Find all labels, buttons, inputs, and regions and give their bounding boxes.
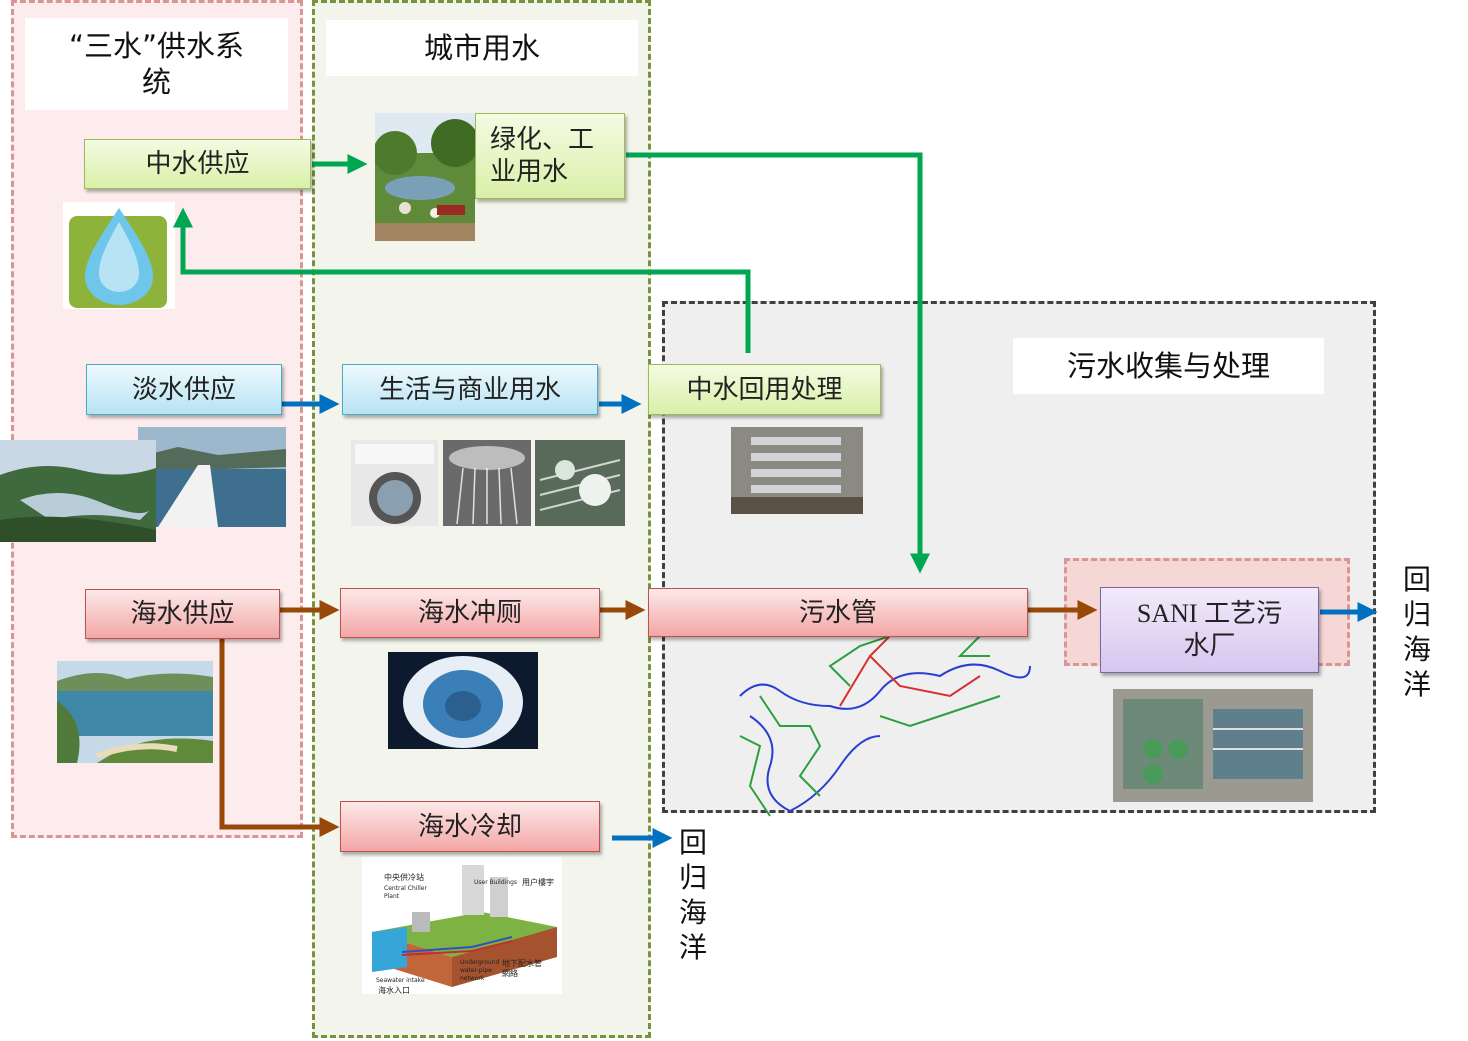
arrow-treatment-to-reclaimed [183, 215, 748, 353]
seawater-supply-label: 海水供应 [130, 598, 234, 630]
fresh-water-supply-node[interactable]: 淡水供应 [86, 364, 282, 415]
sewer-node[interactable]: 污水管 [648, 588, 1028, 637]
greening-industrial-label: 绿化、工业用水 [490, 124, 605, 188]
arrow-greening-to-sewer [626, 155, 920, 566]
return-to-sea-label-2: 回归海洋 [678, 825, 708, 965]
seawater-flushing-label: 海水冲厕 [418, 597, 522, 629]
seawater-cooling-label: 海水冷却 [418, 811, 522, 843]
return-to-sea-label-1: 回归海洋 [1402, 562, 1432, 702]
seawater-flushing-node[interactable]: 海水冲厕 [340, 588, 600, 638]
greening-industrial-node[interactable]: 绿化、工业用水 [475, 113, 625, 199]
sewer-label: 污水管 [799, 597, 877, 629]
seawater-supply-node[interactable]: 海水供应 [85, 589, 280, 639]
sani-plant-node[interactable]: SANI 工艺污水厂 [1100, 587, 1319, 673]
fresh-water-supply-label: 淡水供应 [132, 374, 236, 406]
arrow-sea-to-cooling [222, 637, 332, 827]
reclaimed-water-supply-label: 中水供应 [145, 148, 249, 180]
domestic-commercial-label: 生活与商业用水 [379, 374, 561, 406]
reclaimed-water-supply-node[interactable]: 中水供应 [84, 139, 311, 189]
sani-plant-label: SANI 工艺污水厂 [1135, 598, 1285, 662]
seawater-cooling-node[interactable]: 海水冷却 [340, 801, 600, 852]
domestic-commercial-node[interactable]: 生活与商业用水 [342, 364, 598, 415]
reclaimed-treatment-label: 中水回用处理 [686, 374, 842, 406]
reclaimed-treatment-node[interactable]: 中水回用处理 [648, 364, 881, 415]
